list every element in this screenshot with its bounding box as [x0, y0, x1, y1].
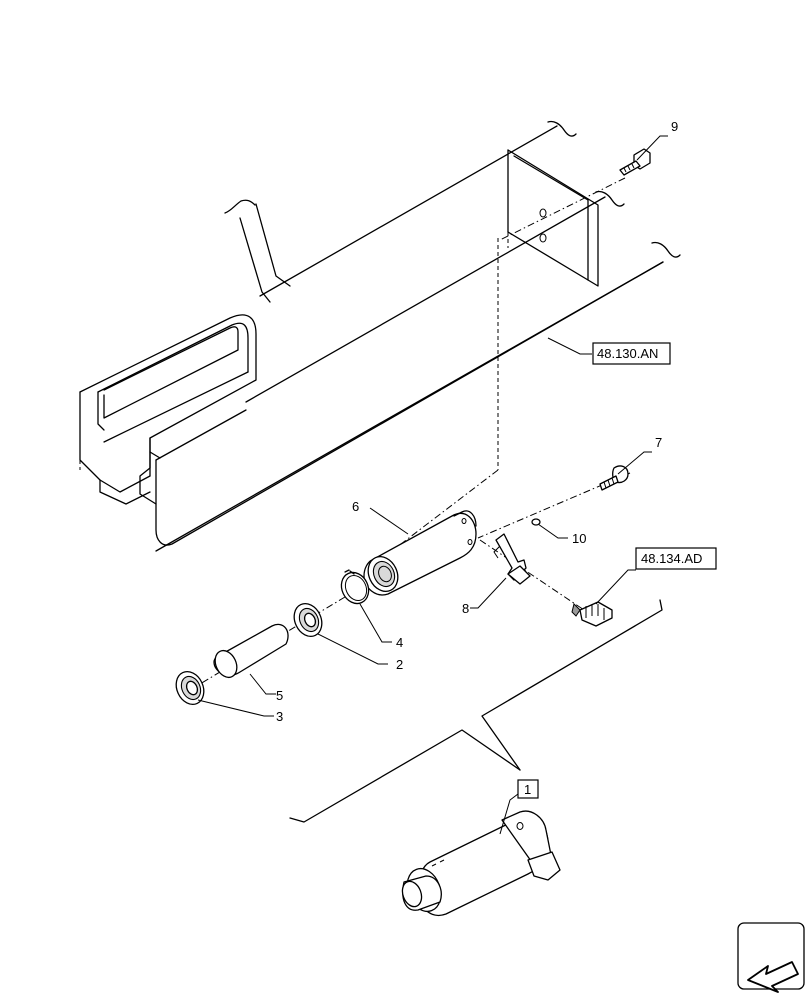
callout-7: 7	[655, 435, 662, 450]
part-3-washer[interactable]	[171, 667, 209, 709]
part-2-seal[interactable]	[289, 599, 327, 641]
callout-2: 2	[396, 657, 403, 672]
callout-3: 3	[276, 709, 283, 724]
reference-frame-label: 48.130.AN	[597, 346, 658, 361]
callout-9: 9	[671, 119, 678, 134]
part-10-washer[interactable]	[531, 518, 541, 526]
callout-1-box[interactable]: 1	[517, 779, 539, 799]
reference-fitting-box[interactable]: 48.134.AD	[635, 547, 717, 570]
detail-outline	[289, 599, 663, 823]
part-9-bolt[interactable]	[619, 148, 651, 176]
callout-8: 8	[462, 601, 469, 616]
reference-fitting-label: 48.134.AD	[641, 551, 702, 566]
callout-labels: 9 7 10 6 8 4 2 5 3	[276, 119, 678, 724]
part-5-pin[interactable]	[211, 623, 289, 681]
reference-frame-box[interactable]: 48.130.AN	[592, 342, 671, 365]
callout-6: 6	[352, 499, 359, 514]
center-lines	[189, 177, 631, 691]
callout-1: 1	[524, 782, 531, 797]
part-6-sleeve[interactable]	[363, 510, 477, 596]
callout-4: 4	[396, 635, 403, 650]
part-4-snap-ring[interactable]	[336, 568, 373, 608]
callout-5: 5	[276, 688, 283, 703]
grease-fitting[interactable]	[571, 601, 613, 627]
callout-10: 10	[572, 531, 586, 546]
part-1-assembly[interactable]	[399, 810, 561, 916]
leader-lines	[197, 135, 668, 835]
part-7-bolt[interactable]	[599, 465, 629, 491]
arrow-back-left-icon[interactable]	[737, 922, 805, 993]
part-8-clip[interactable]	[493, 533, 531, 585]
frame-member	[79, 120, 681, 552]
